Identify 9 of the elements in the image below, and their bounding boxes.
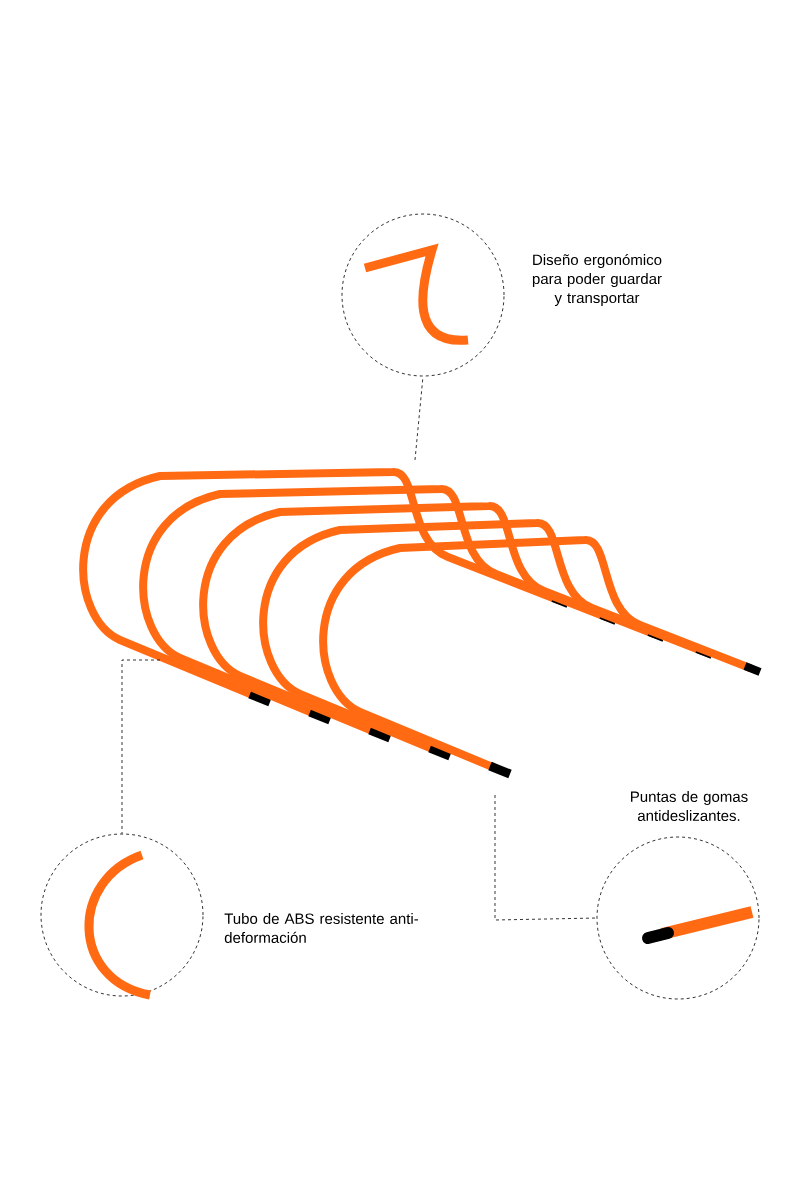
leader-line bbox=[414, 376, 424, 461]
caption-text: Diseño ergonómico para poder guardar y transportar bbox=[532, 253, 662, 307]
leader-line bbox=[121, 659, 161, 834]
caption-text: Tubo de ABS resistente anti-deformación bbox=[224, 913, 419, 943]
caption-text: Puntas de gomas antideslizantes. bbox=[631, 791, 748, 821]
detail-circle bbox=[341, 213, 505, 377]
detail-circle bbox=[40, 833, 204, 1000]
leader-line bbox=[494, 794, 597, 921]
detail-circle bbox=[596, 836, 760, 1000]
